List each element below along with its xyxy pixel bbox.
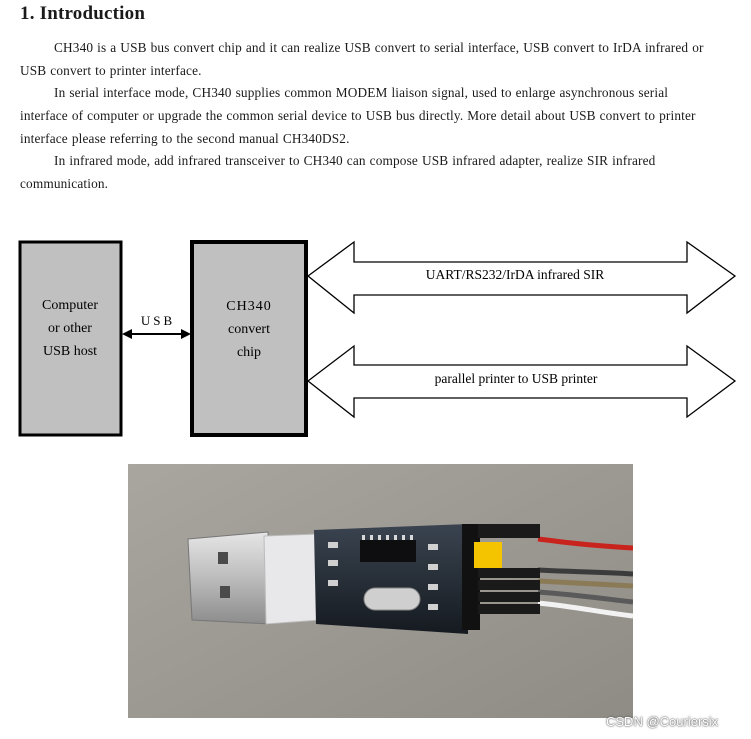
intro-paragraph-1: CH340 is a USB bus convert chip and it c… bbox=[20, 40, 704, 78]
intro-paragraph-2: In serial interface mode, CH340 supplies… bbox=[20, 85, 696, 146]
chip-box bbox=[190, 240, 308, 437]
block-diagram: Computer or other USB host USB CH340 con… bbox=[18, 240, 737, 437]
chip-box-line-1: CH340 bbox=[226, 299, 271, 314]
printer-double-arrow bbox=[306, 344, 737, 419]
host-box bbox=[18, 240, 123, 437]
serial-double-arrow bbox=[306, 240, 737, 315]
host-box-line-1: Computer bbox=[42, 298, 98, 313]
watermark: CSDN @Couriersix bbox=[606, 714, 719, 729]
host-box-line-3: USB host bbox=[43, 344, 97, 359]
usb-arrow-right-head bbox=[181, 329, 191, 339]
usb-arrow-left-head bbox=[122, 329, 132, 339]
usb-link-label: USB bbox=[141, 313, 175, 328]
chip-box-line-2: convert bbox=[228, 322, 270, 337]
intro-paragraph-3: In infrared mode, add infrared transceiv… bbox=[20, 153, 656, 191]
section-heading: 1. Introduction bbox=[20, 3, 146, 24]
printer-arrow-label: parallel printer to USB printer bbox=[435, 371, 598, 386]
chip-box-line-3: chip bbox=[237, 345, 261, 360]
host-box-line-2: or other bbox=[48, 321, 92, 336]
serial-arrow-label: UART/RS232/IrDA infrared SIR bbox=[426, 267, 604, 282]
adapter-photo bbox=[128, 464, 633, 718]
